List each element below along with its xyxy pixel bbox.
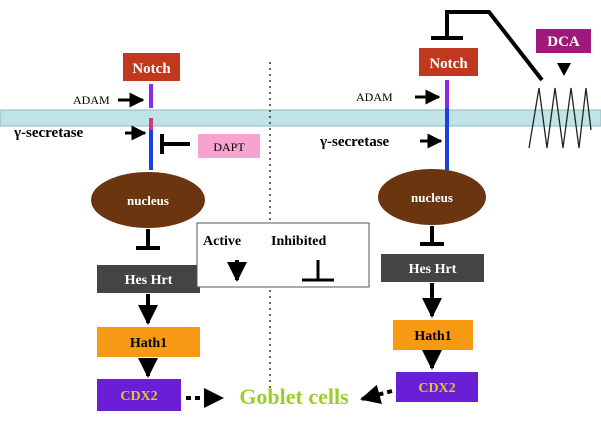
left-cdx2-box (97, 379, 181, 411)
left-notch-box (123, 53, 180, 81)
left-notch-label: Notch (132, 61, 171, 77)
legend-box (196, 222, 370, 288)
membrane-receptor-coil-icon (528, 87, 592, 149)
right-hath1-box (393, 320, 473, 350)
dca-box (536, 29, 591, 53)
right-hes-hrt-box (381, 254, 484, 282)
legend-inhibited-label: Inhibited (271, 234, 326, 249)
dca-feedback-line (445, 10, 544, 82)
right-nucleus (378, 169, 486, 225)
left-hes-hrt-label: Hes Hrt (125, 273, 173, 288)
right-hes-hrt-label: Hes Hrt (409, 262, 457, 277)
dca-pointer-icon (557, 63, 571, 76)
legend-active-label: Active (203, 234, 241, 249)
right-adam-label: ADAM (356, 90, 393, 104)
left-gamma-secretase-label: γ-secretase (13, 125, 84, 141)
left-cdx2-label: CDX2 (120, 389, 157, 404)
dapt-label: DAPT (213, 140, 245, 154)
right-cdx2-box (396, 372, 478, 402)
left-hes-hrt-box (97, 265, 200, 293)
left-hath1-box (97, 327, 200, 357)
right-nucleus-label: nucleus (411, 190, 453, 205)
cell-membrane (0, 109, 601, 127)
right-panel: Notch ADAM γ-secretase DCA nucleus Hes H… (319, 10, 592, 405)
left-adam-label: ADAM (73, 93, 110, 107)
dca-label: DCA (547, 34, 580, 50)
left-panel: Notch ADAM γ-secretase DAPT nucleus Hes … (13, 53, 260, 411)
right-cdx2-label: CDX2 (418, 381, 455, 396)
right-notch-box (419, 48, 478, 76)
right-notch-label: Notch (429, 56, 468, 72)
right-hath1-label: Hath1 (414, 329, 451, 344)
dapt-box (198, 134, 260, 158)
left-nucleus-label: nucleus (127, 193, 169, 208)
left-nucleus (91, 172, 205, 228)
goblet-cells-label: Goblet cells (239, 384, 349, 409)
left-hath1-label: Hath1 (130, 336, 167, 351)
right-gamma-secretase-label: γ-secretase (319, 134, 390, 150)
right-cdx2-goblet-arrow (360, 384, 393, 405)
legend: Active Inhibited (196, 222, 370, 288)
